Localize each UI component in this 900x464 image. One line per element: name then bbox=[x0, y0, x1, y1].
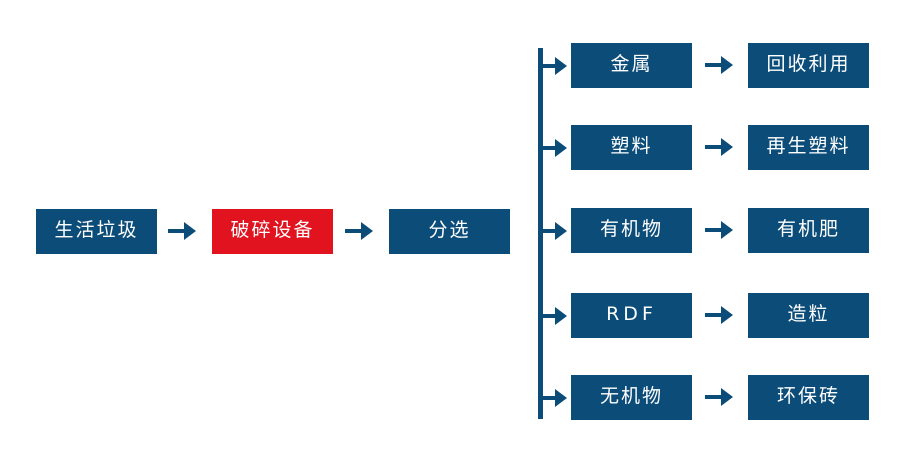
node-material-metal[interactable]: 金属 bbox=[571, 43, 692, 88]
arrow-right-icon-organic-to-product bbox=[703, 217, 737, 243]
node-material-organic[interactable]: 有机物 bbox=[571, 208, 692, 253]
node-product-recycling-label: 回收利用 bbox=[766, 53, 851, 75]
arrow-right-icon-branch-inorganic bbox=[540, 386, 570, 410]
node-input-waste[interactable]: 生活垃圾 bbox=[36, 209, 157, 254]
arrow-right-icon-branch-organic bbox=[540, 219, 570, 243]
node-material-inorganic-label: 无机物 bbox=[599, 385, 663, 407]
node-material-plastic-label: 塑料 bbox=[610, 135, 653, 157]
arrow-right-icon-input-to-crusher bbox=[166, 218, 200, 244]
branch-spine-connector bbox=[538, 48, 543, 419]
arrow-right-icon-branch-metal bbox=[540, 54, 570, 78]
node-product-pelletizing[interactable]: 造粒 bbox=[748, 293, 869, 338]
node-product-eco-brick-label: 环保砖 bbox=[776, 385, 840, 407]
arrow-right-icon-rdf-to-product bbox=[703, 302, 737, 328]
arrow-right-icon-inorganic-to-product bbox=[703, 384, 737, 410]
node-material-metal-label: 金属 bbox=[610, 53, 653, 75]
node-sorting-label: 分选 bbox=[428, 219, 471, 241]
node-material-rdf[interactable]: RDF bbox=[571, 293, 692, 338]
arrow-right-icon-crusher-to-sorting bbox=[343, 218, 377, 244]
node-product-recycled-plastic[interactable]: 再生塑料 bbox=[748, 125, 869, 170]
node-product-organic-fertilizer[interactable]: 有机肥 bbox=[748, 208, 869, 253]
node-product-recycling[interactable]: 回收利用 bbox=[748, 43, 869, 88]
node-product-recycled-plastic-label: 再生塑料 bbox=[766, 135, 851, 157]
node-material-rdf-label: RDF bbox=[606, 303, 657, 325]
node-material-plastic[interactable]: 塑料 bbox=[571, 125, 692, 170]
node-material-organic-label: 有机物 bbox=[599, 218, 663, 240]
node-input-waste-label: 生活垃圾 bbox=[54, 219, 139, 241]
node-product-organic-fertilizer-label: 有机肥 bbox=[776, 218, 840, 240]
arrow-right-icon-metal-to-product bbox=[703, 52, 737, 78]
arrow-right-icon-plastic-to-product bbox=[703, 134, 737, 160]
arrow-right-icon-branch-rdf bbox=[540, 304, 570, 328]
node-product-eco-brick[interactable]: 环保砖 bbox=[748, 375, 869, 420]
node-sorting[interactable]: 分选 bbox=[389, 209, 510, 254]
node-product-pelletizing-label: 造粒 bbox=[787, 303, 830, 325]
node-material-inorganic[interactable]: 无机物 bbox=[571, 375, 692, 420]
node-crusher-label: 破碎设备 bbox=[230, 219, 315, 241]
node-crusher[interactable]: 破碎设备 bbox=[212, 209, 333, 254]
arrow-right-icon-branch-plastic bbox=[540, 136, 570, 160]
